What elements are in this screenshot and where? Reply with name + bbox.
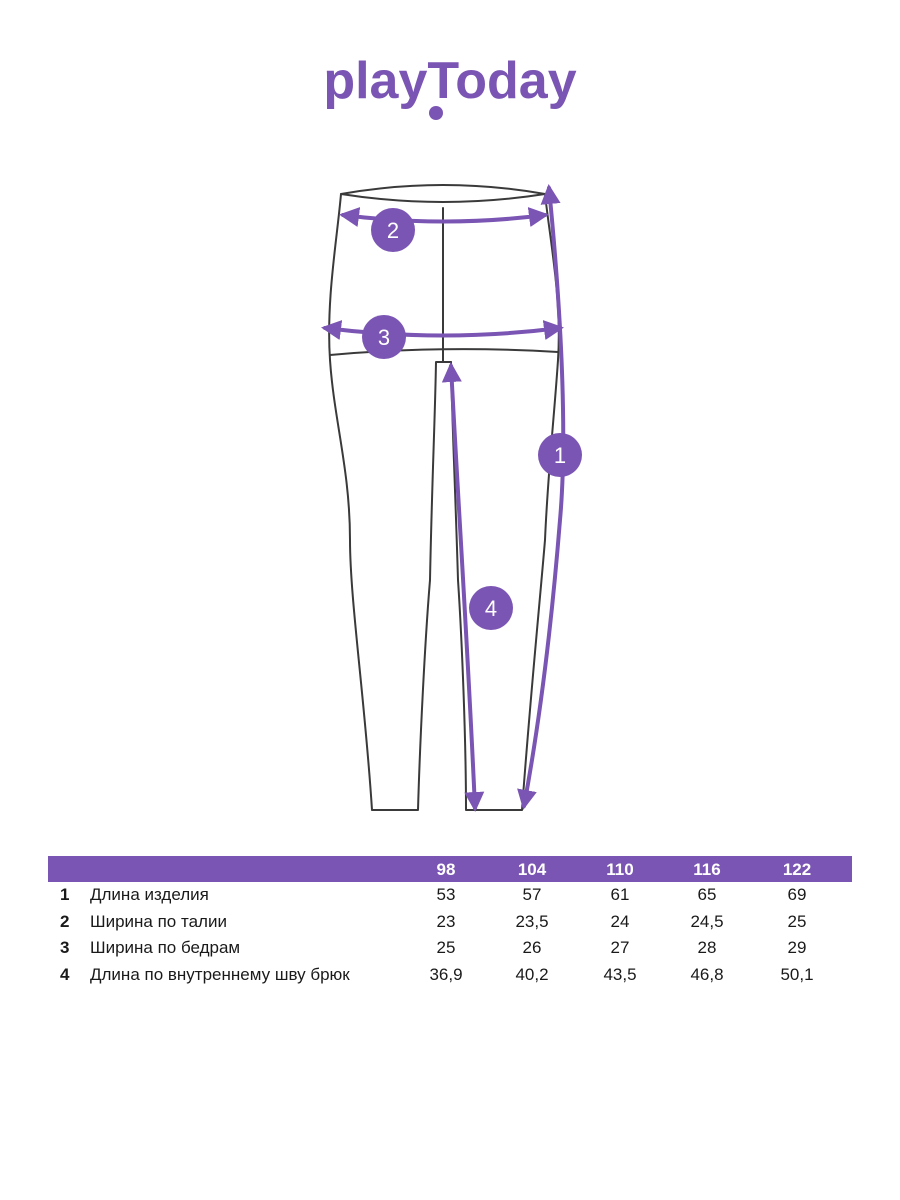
marker-2-label: 2 bbox=[387, 218, 399, 243]
size-header-116: 116 bbox=[693, 860, 721, 879]
cell-value: 28 bbox=[697, 938, 717, 957]
marker-1-label: 1 bbox=[554, 443, 566, 468]
hip-width-arrow bbox=[321, 320, 564, 340]
marker-3: 3 bbox=[362, 315, 406, 359]
row-number: 2 bbox=[60, 911, 70, 931]
right-leg-outline bbox=[450, 193, 560, 811]
row-name: Ширина по бедрам bbox=[90, 938, 241, 957]
cell-value: 69 bbox=[787, 885, 807, 904]
row-name: Длина по внутреннему шву брюк bbox=[90, 964, 350, 984]
marker-1: 1 bbox=[538, 433, 582, 477]
cell-value: 43,5 bbox=[603, 964, 637, 984]
cell-value: 53 bbox=[436, 885, 456, 904]
cell-value: 50,1 bbox=[780, 964, 814, 984]
size-header-104: 104 bbox=[517, 860, 547, 879]
marker-2: 2 bbox=[371, 208, 415, 252]
length-arrow bbox=[517, 184, 566, 810]
size-header-122: 122 bbox=[782, 860, 812, 879]
waistband-outline bbox=[340, 184, 546, 203]
cell-value: 25 bbox=[787, 911, 807, 931]
cell-value: 57 bbox=[522, 885, 542, 904]
marker-3-label: 3 bbox=[378, 325, 390, 350]
table-row: 4 Длина по внутреннему шву брюк 36,9 40,… bbox=[48, 962, 852, 989]
table-row: 2 Ширина по талии 23 23,5 24 24,5 25 bbox=[48, 909, 852, 936]
cell-value: 23,5 bbox=[515, 911, 549, 931]
logo-wordmark: playToday bbox=[323, 52, 576, 110]
table-row: 3 Ширина по бедрам 25 26 27 28 29 bbox=[48, 935, 852, 962]
cell-value: 61 bbox=[610, 885, 630, 904]
size-table: 98 104 110 116 122 1 Длина изделия 53 57… bbox=[48, 856, 852, 988]
cell-value: 24,5 bbox=[690, 911, 724, 931]
leggings-measurement-diagram: 1 2 3 4 bbox=[321, 184, 582, 812]
cell-value: 25 bbox=[436, 938, 456, 957]
size-header-98: 98 bbox=[436, 860, 456, 879]
cell-value: 23 bbox=[436, 911, 456, 931]
size-header-110: 110 bbox=[606, 860, 634, 879]
cell-value: 29 bbox=[787, 938, 807, 957]
row-name: Ширина по талии bbox=[90, 911, 227, 931]
marker-4-label: 4 bbox=[485, 596, 497, 621]
cell-value: 65 bbox=[697, 885, 717, 904]
table-row: 1 Длина изделия 53 57 61 65 69 bbox=[48, 882, 852, 909]
cell-value: 40,2 bbox=[515, 964, 549, 984]
cell-value: 26 bbox=[522, 938, 542, 957]
logo-dot-icon bbox=[429, 106, 443, 120]
cell-value: 46,8 bbox=[690, 964, 724, 984]
row-name: Длина изделия bbox=[90, 885, 209, 904]
row-number: 4 bbox=[60, 964, 70, 984]
cell-value: 24 bbox=[610, 911, 630, 931]
table-header: 98 104 110 116 122 bbox=[48, 856, 852, 882]
cell-value: 36,9 bbox=[429, 964, 463, 984]
left-leg-outline bbox=[328, 193, 452, 811]
row-number: 3 bbox=[60, 938, 70, 957]
cell-value: 27 bbox=[610, 938, 630, 957]
waist-width-arrow bbox=[339, 207, 549, 227]
inseam-arrow bbox=[441, 362, 485, 812]
marker-4: 4 bbox=[469, 586, 513, 630]
brand-logo: playToday bbox=[323, 52, 577, 120]
row-number: 1 bbox=[60, 885, 70, 904]
